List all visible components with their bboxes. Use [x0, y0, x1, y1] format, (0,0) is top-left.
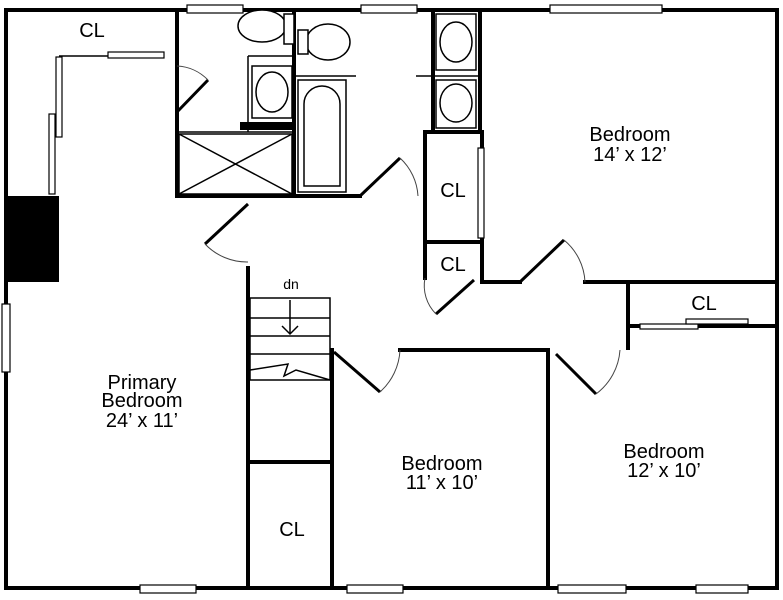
toilet-icon [237, 9, 287, 43]
down-arrow-icon [281, 325, 299, 336]
toilet-icon [305, 23, 351, 61]
bedroom-se-name: Bedroom [623, 441, 704, 463]
chimney [6, 196, 59, 282]
bedroom-ne-dims: 14’ x 12’ [593, 144, 667, 166]
stairs-dn-label: dn [283, 276, 299, 292]
cl-top-left-label: CL [79, 20, 105, 42]
staircase [249, 297, 331, 381]
primary-bedroom-name-2: Bedroom [101, 390, 182, 412]
cl-hall-upper-label: CL [440, 180, 466, 202]
primary-bedroom-dims: 24’ x 11’ [106, 410, 178, 432]
cl-right-label: CL [691, 293, 717, 315]
bath-fixtures [178, 9, 477, 195]
room-labels: CL Primary Bedroom 24’ x 11’ Bedroom 14’… [79, 20, 717, 541]
bedroom-center-dims: 11’ x 10’ [406, 472, 478, 494]
bedroom-center-name: Bedroom [401, 453, 482, 475]
doors [55, 51, 749, 396]
cl-bottom-label: CL [279, 519, 305, 541]
bedroom-se-dims: 12’ x 10’ [627, 460, 701, 482]
bedroom-ne-name: Bedroom [589, 124, 670, 146]
cl-hall-lower-label: CL [440, 254, 466, 276]
primary-bedroom-name-1: Primary [108, 372, 177, 394]
interior-walls [59, 8, 779, 590]
exterior-walls [4, 8, 779, 590]
windows [1, 4, 749, 594]
